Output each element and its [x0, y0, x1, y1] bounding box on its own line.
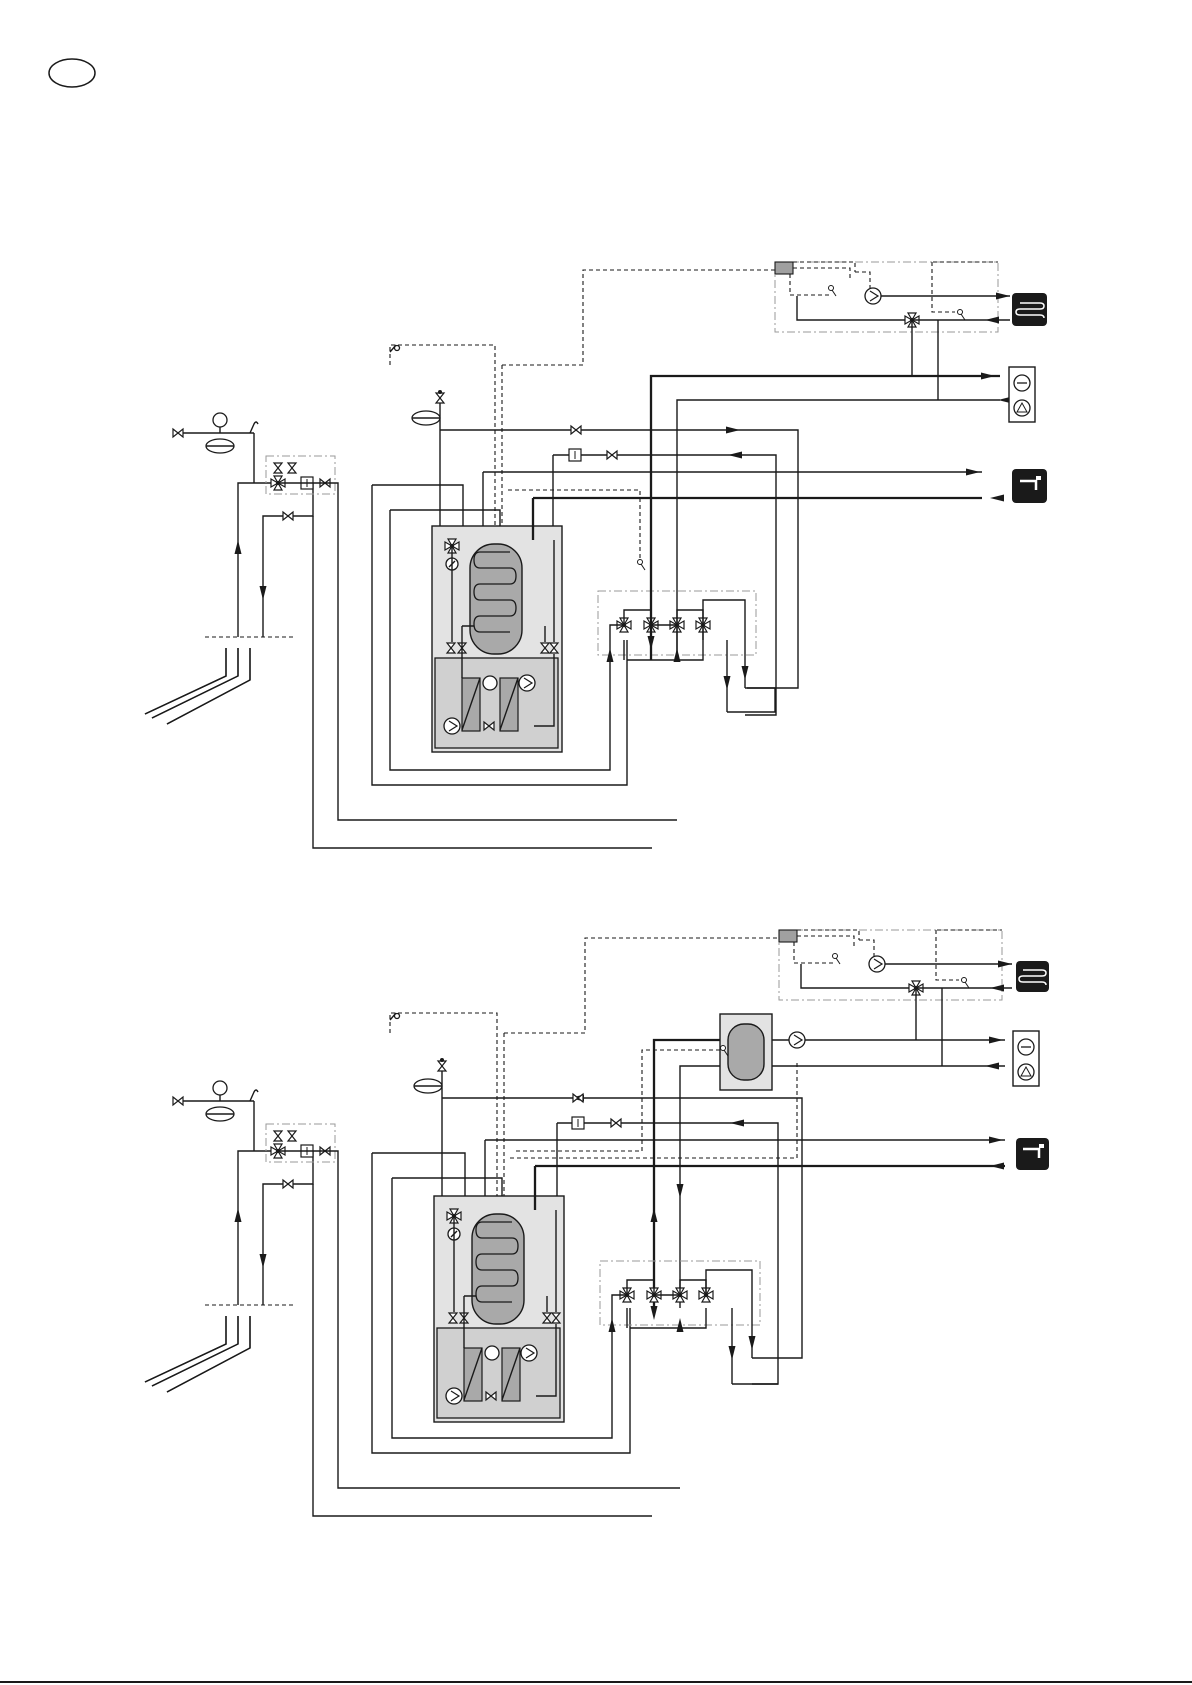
footer-rule [0, 1681, 1192, 1683]
underfloor-heating-icon [1016, 961, 1049, 992]
section-marker-oval [49, 59, 95, 87]
floor-heating-module-frame [779, 930, 1002, 1000]
heat-pump-unit [432, 526, 562, 752]
brine-expansion-vessel [173, 413, 258, 483]
diagram-1 [145, 262, 1047, 848]
brine-expansion-vessel [173, 1081, 258, 1151]
tap-water-icon [1016, 1138, 1049, 1170]
underfloor-heating-icon [1012, 293, 1047, 326]
tap-water-icon [1012, 469, 1047, 503]
room-controller [779, 930, 797, 942]
floor-heating-module-frame [775, 262, 998, 332]
room-controller [775, 262, 793, 274]
ground-collector [145, 1305, 295, 1392]
heat-pump-unit [434, 1196, 564, 1422]
heating-cooling-icon [1013, 1031, 1039, 1086]
ground-collector [145, 637, 295, 724]
buffer-tank [720, 1014, 772, 1090]
diagram-2 [145, 930, 1049, 1516]
heating-cooling-icon [1009, 367, 1035, 422]
